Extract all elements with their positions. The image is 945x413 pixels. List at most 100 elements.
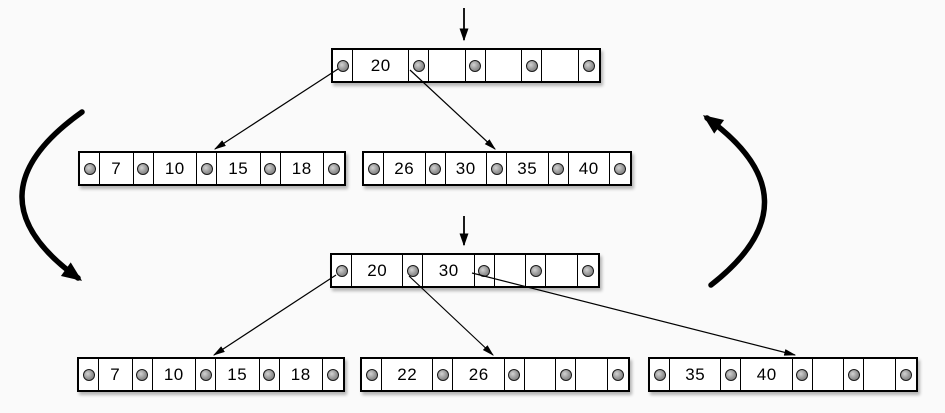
pointer-slot: [333, 50, 353, 81]
pointer-dot-icon: [614, 162, 626, 175]
pointer-dot-icon: [199, 368, 212, 381]
btree-node-before-right-child: 26 30 35 40: [362, 151, 632, 186]
pointer-slot: [323, 359, 343, 390]
pointer-slot: [475, 255, 495, 286]
pointer-dot-icon: [612, 368, 625, 381]
pointer-dot-icon: [796, 368, 809, 381]
pointer-slot: [364, 153, 384, 184]
pointer-slot: [426, 153, 446, 184]
key-slot: 35: [507, 153, 549, 184]
key-slot: 18: [281, 153, 324, 184]
pointer-slot: [133, 359, 153, 390]
pointer-dot-icon: [478, 264, 491, 277]
pointer-slot: [522, 50, 543, 81]
key-slot: 35: [670, 359, 722, 390]
pointer-dot-icon: [263, 368, 275, 381]
key-slot: [546, 255, 579, 286]
key-slot: 7: [99, 359, 133, 390]
btree-node-before-left-child: 7 10 15 18: [78, 151, 346, 186]
btree-node-after-left-child: 7 10 15 18: [77, 357, 345, 392]
pointer-dot-icon: [552, 162, 564, 175]
key-slot: 15: [217, 153, 261, 184]
pointer-slot: [610, 153, 630, 184]
key-slot: 18: [280, 359, 323, 390]
pointer-dot-icon: [529, 264, 542, 277]
key-slot: [486, 50, 523, 81]
key-slot: 20: [353, 50, 410, 81]
pointer-dot-icon: [326, 368, 339, 381]
pointer-slot: [556, 359, 577, 390]
pointer-dot-icon: [327, 162, 340, 175]
btree-node-after-middle-child: 22 26: [360, 357, 630, 392]
pointer-slot: [80, 153, 100, 184]
pointer-dot-icon: [508, 368, 521, 381]
pointer-dot-icon: [653, 368, 666, 381]
pointer-dot-icon: [724, 368, 737, 381]
pointer-slot: [79, 359, 99, 390]
key-slot: 40: [741, 359, 793, 390]
pointer-dot-icon: [559, 368, 572, 381]
pointer-arrow-before-root-to-left-child: [213, 68, 339, 150]
pointer-dot-icon: [136, 368, 149, 381]
pointer-dot-icon: [200, 162, 213, 175]
btree-node-before-root: 20: [331, 48, 601, 83]
pointer-dot-icon: [137, 162, 150, 175]
pointer-dot-icon: [365, 368, 378, 381]
pointer-dot-icon: [847, 368, 860, 381]
pointer-slot: [505, 359, 525, 390]
pointer-slot: [403, 255, 424, 286]
pointer-dot-icon: [436, 368, 449, 381]
pointer-slot: [844, 359, 865, 390]
key-slot: 30: [423, 255, 475, 286]
key-slot: 10: [154, 153, 198, 184]
pointer-slot: [487, 153, 507, 184]
pointer-slot: [261, 153, 281, 184]
key-slot: 30: [446, 153, 487, 184]
btree-node-after-right-child: 35 40: [648, 357, 918, 392]
pointer-dot-icon: [83, 162, 96, 175]
pointer-dot-icon: [335, 264, 348, 277]
btree-node-after-root: 20 30: [330, 253, 600, 288]
pointer-slot: [896, 359, 916, 390]
pointer-slot: [466, 50, 486, 81]
pointer-slot: [433, 359, 454, 390]
pointer-slot: [650, 359, 670, 390]
pointer-slot: [332, 255, 352, 286]
key-slot: [429, 50, 466, 81]
pointer-dot-icon: [429, 162, 441, 175]
key-slot: [495, 255, 527, 286]
pointer-slot: [578, 255, 598, 286]
pointer-slot: [134, 153, 154, 184]
pointer-dot-icon: [82, 368, 95, 381]
pointer-slot: [197, 153, 218, 184]
pointer-slot: [362, 359, 382, 390]
key-slot: 15: [216, 359, 260, 390]
key-slot: 22: [382, 359, 434, 390]
key-slot: 7: [100, 153, 134, 184]
pointer-slot: [196, 359, 217, 390]
key-slot: [525, 359, 557, 390]
key-slot: [813, 359, 845, 390]
pointer-dot-icon: [406, 264, 419, 277]
key-slot: [542, 50, 579, 81]
pointer-dot-icon: [582, 264, 595, 277]
cycle-arrow-right-icon: [702, 115, 768, 288]
pointer-dot-icon: [264, 162, 276, 175]
pointer-slot: [608, 359, 628, 390]
key-slot: 40: [569, 153, 610, 184]
pointer-slot: [721, 359, 742, 390]
key-slot: 20: [352, 255, 404, 286]
pointer-slot: [260, 359, 280, 390]
key-slot: 10: [153, 359, 197, 390]
pointer-dot-icon: [469, 59, 482, 72]
pointer-arrow-after-root-to-left-child: [212, 274, 337, 356]
pointer-dot-icon: [900, 368, 913, 381]
pointer-slot: [793, 359, 813, 390]
pointer-dot-icon: [367, 162, 380, 175]
key-slot: [864, 359, 897, 390]
pointer-slot: [579, 50, 599, 81]
pointer-dot-icon: [412, 59, 425, 72]
key-slot: 26: [384, 153, 426, 184]
pointer-dot-icon: [525, 59, 538, 72]
